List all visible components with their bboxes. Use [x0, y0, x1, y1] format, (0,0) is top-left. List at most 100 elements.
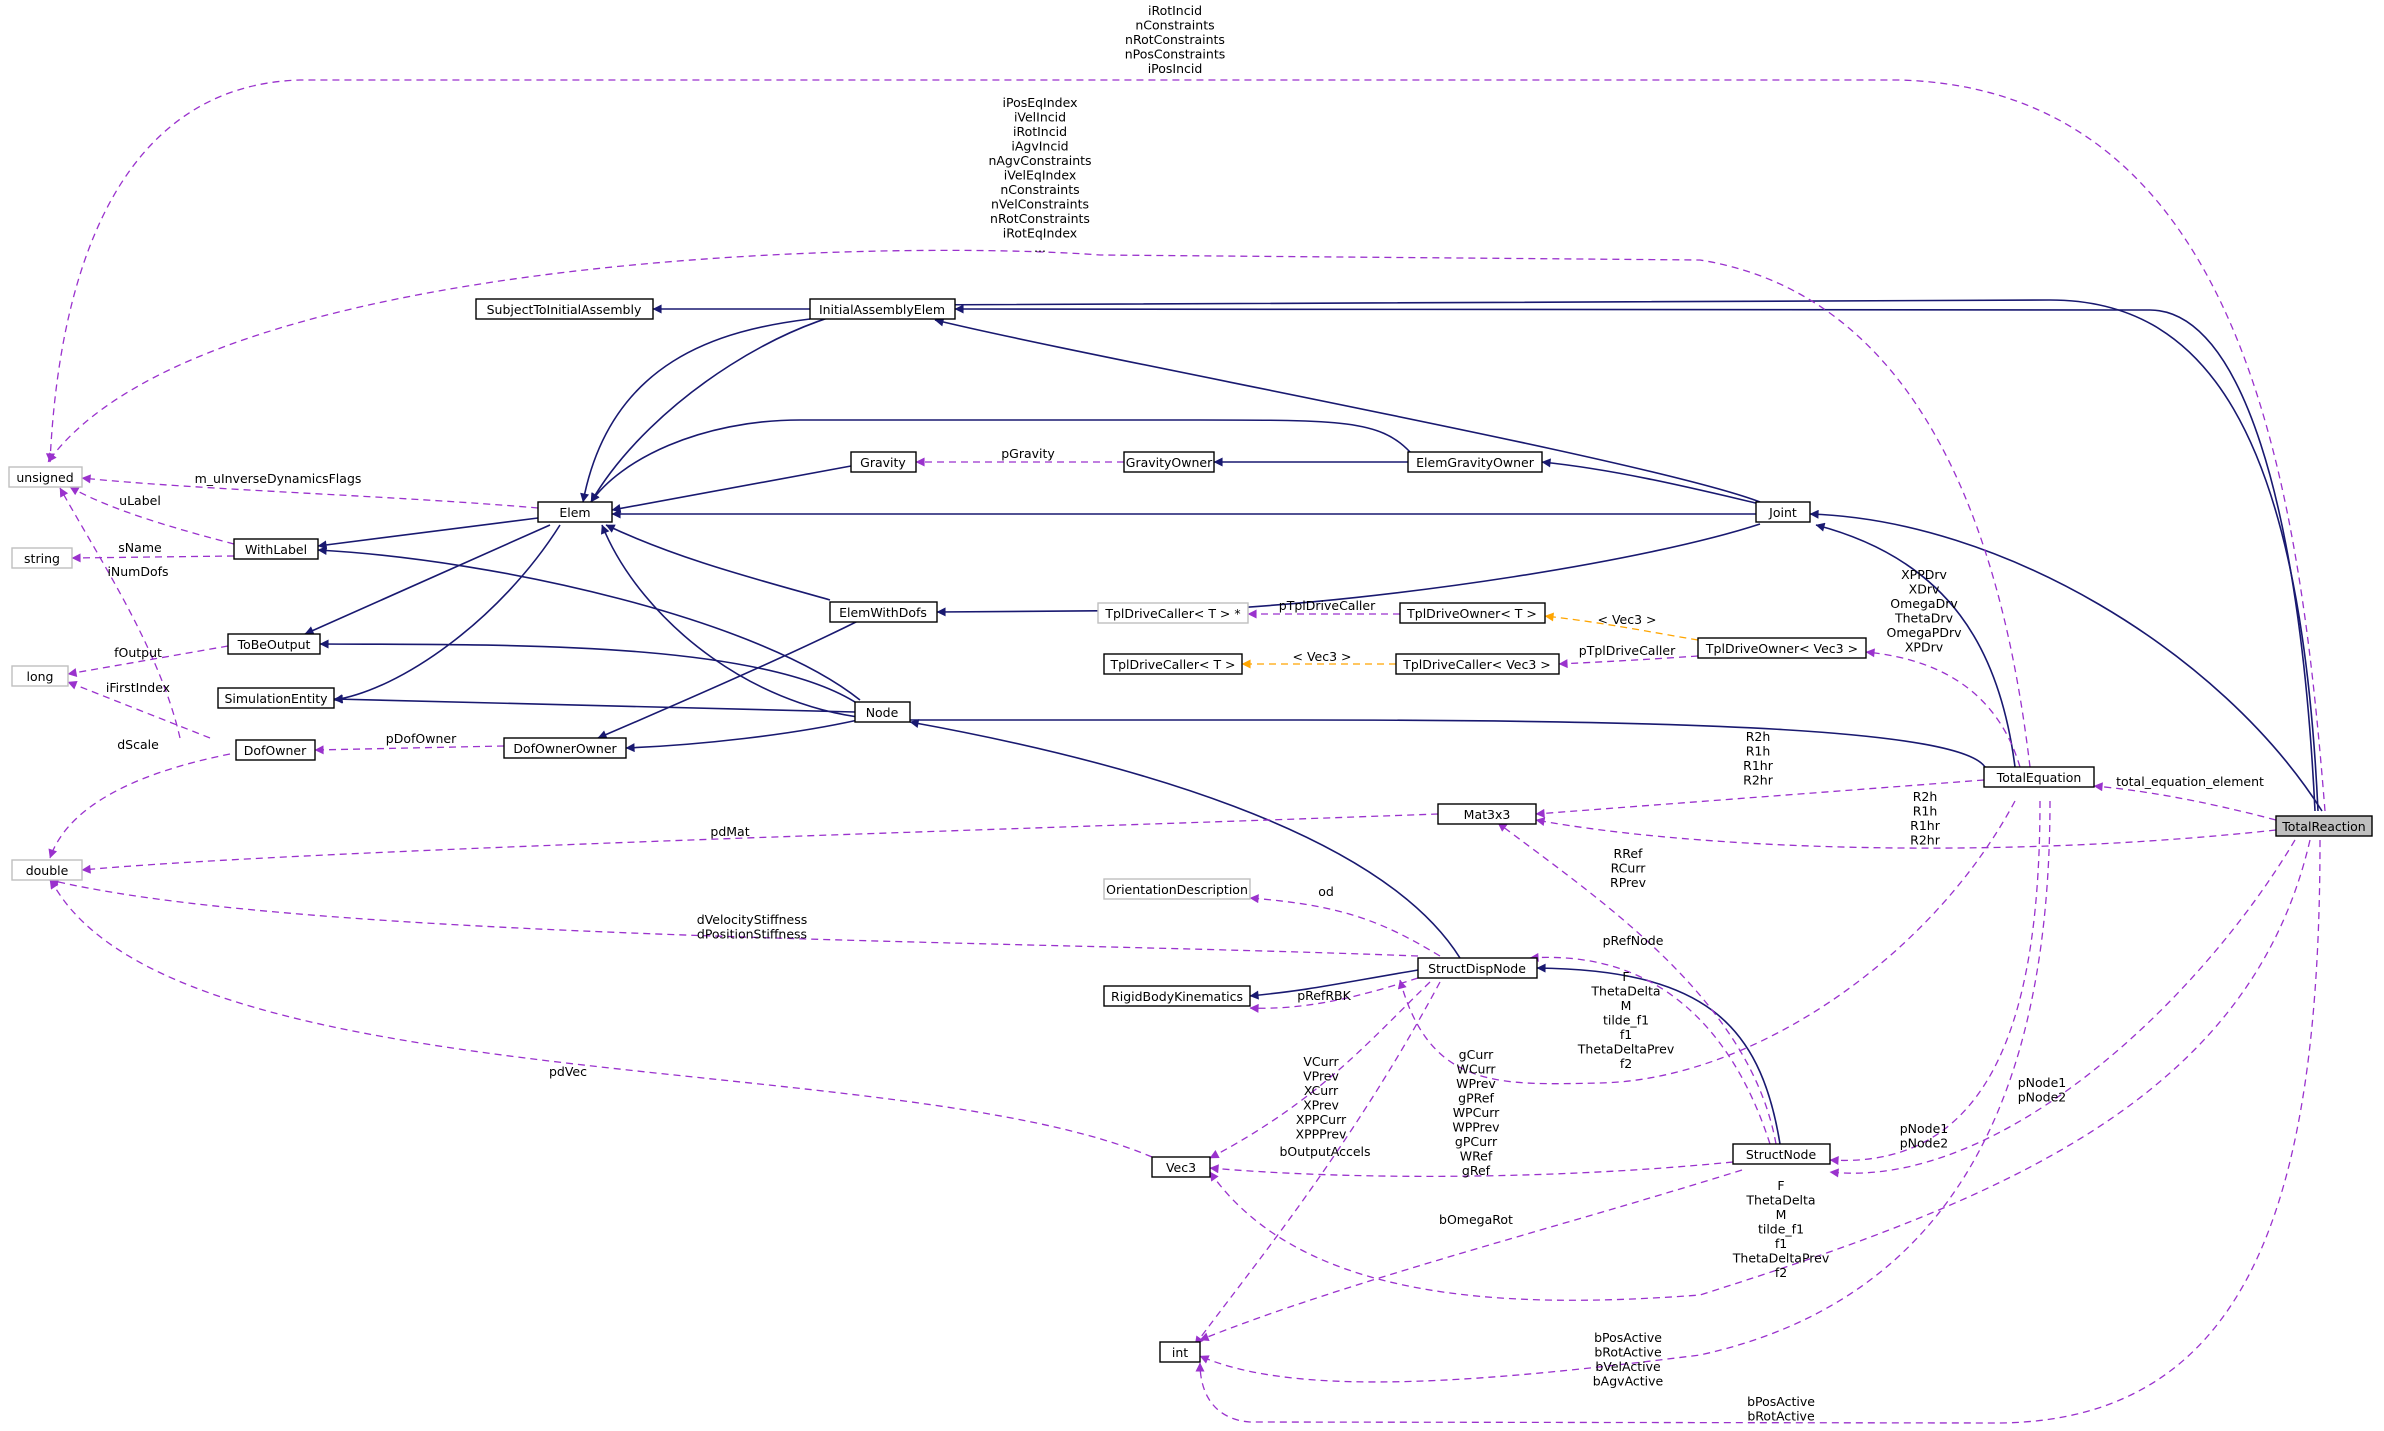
- node-rigidbodykinematics[interactable]: RigidBodyKinematics: [1103, 985, 1251, 1007]
- label-bomegarot: bOmegaRot: [1439, 1212, 1513, 1227]
- edges: [45, 79, 2326, 1424]
- node-dofowner[interactable]: DofOwner: [235, 739, 316, 761]
- label-line: pNode2: [1900, 1136, 1949, 1151]
- edge-node-dofownerowner: [625, 719, 859, 753]
- label-line: nRotConstraints: [1125, 32, 1225, 47]
- label-line: WCurr: [1456, 1062, 1496, 1077]
- edge-joint-elemgravityowner: [1541, 458, 1761, 505]
- edge-dofowner-double: [48, 753, 231, 859]
- node-long[interactable]: long: [11, 665, 69, 687]
- label-vec3-tpl1: < Vec3 >: [1598, 612, 1657, 627]
- node-subjecttoinitialassembly[interactable]: SubjectToInitialAssembly: [475, 298, 654, 320]
- node-tpldrivecaller-ptr[interactable]: TplDriveCaller< T > *: [1097, 602, 1249, 624]
- node-label: long: [27, 669, 54, 684]
- label-line: nPosConstraints: [1125, 47, 1226, 62]
- label-line: pNode1: [2018, 1075, 2067, 1090]
- label-prefnode: pRefNode: [1603, 933, 1664, 948]
- edge-totalreaction-vec3: [1209, 839, 2311, 1301]
- label-sname: sName: [118, 540, 162, 555]
- label-line: ThetaDrv: [1894, 611, 1954, 626]
- label-line: f2: [1775, 1265, 1787, 1280]
- label-ptpldrivecaller1: pTplDriveCaller: [1279, 598, 1376, 613]
- node-label: Mat3x3: [1464, 807, 1511, 822]
- node-joint[interactable]: Joint: [1755, 501, 1811, 523]
- node-label: unsigned: [16, 470, 73, 485]
- node-elemgravityowner[interactable]: ElemGravityOwner: [1407, 451, 1543, 473]
- node-label: TplDriveCaller< Vec3 >: [1402, 657, 1551, 672]
- node-elemwithdofs[interactable]: ElemWithDofs: [829, 601, 938, 623]
- node-mat3x3[interactable]: Mat3x3: [1437, 803, 1537, 825]
- label-line: XCurr: [1304, 1083, 1339, 1098]
- label-line: bRotActive: [1594, 1345, 1662, 1360]
- label-line: VPrev: [1303, 1069, 1339, 1084]
- label-line: F: [1622, 969, 1629, 984]
- node-tobeoutput[interactable]: ToBeOutput: [227, 633, 321, 655]
- node-dofownerowner[interactable]: DofOwnerOwner: [503, 737, 627, 759]
- node-unsigned[interactable]: unsigned: [8, 466, 83, 488]
- node-int[interactable]: int: [1159, 1341, 1201, 1363]
- label-line: f1: [1775, 1236, 1787, 1251]
- node-initialassemblyelem[interactable]: InitialAssemblyElem: [809, 298, 956, 320]
- node-label: Node: [866, 705, 899, 720]
- node-totalreaction[interactable]: TotalReaction: [2275, 815, 2373, 837]
- label-line: WPrev: [1456, 1076, 1496, 1091]
- label-line: M: [1776, 1207, 1787, 1222]
- node-tpldriveowner-t[interactable]: TplDriveOwner< T >: [1399, 602, 1546, 624]
- label-line: iRotEqIndex: [1003, 226, 1077, 241]
- label-pdmat: pdMat: [710, 824, 749, 839]
- label-line: nConstraints: [1000, 182, 1079, 197]
- node-tpldrivecaller-t[interactable]: TplDriveCaller< T >: [1103, 653, 1243, 675]
- node-gravityowner[interactable]: GravityOwner: [1123, 451, 1215, 473]
- edge-vec3-double: [49, 879, 1153, 1158]
- edge-node-simulationentity: [333, 694, 856, 713]
- node-totalequation[interactable]: TotalEquation: [1983, 766, 2095, 788]
- label-line: RRef: [1614, 846, 1643, 861]
- node-string[interactable]: string: [11, 547, 73, 569]
- label-line: R1h: [1913, 804, 1938, 819]
- node-tpldrivecaller-vec3[interactable]: TplDriveCaller< Vec3 >: [1395, 653, 1560, 675]
- node-simulationentity[interactable]: SimulationEntity: [217, 687, 335, 709]
- label-line: iRotIncid: [1013, 124, 1067, 139]
- label-line: iAgvIncid: [1011, 139, 1068, 154]
- edge-elemgravityowner-elem: [590, 419, 1411, 503]
- edge-totalreaction-elem: [590, 299, 2319, 812]
- node-vec3[interactable]: Vec3: [1151, 1156, 1211, 1178]
- label-line: bPosActive: [1594, 1330, 1662, 1345]
- label-line: bPosActive: [1747, 1394, 1815, 1409]
- label-line: pNode2: [2018, 1090, 2067, 1105]
- edge-totalreaction-int: [1195, 839, 2321, 1424]
- node-elem[interactable]: Elem: [537, 501, 613, 523]
- edge-totalequation-unsigned-mid: [47, 249, 2031, 768]
- edge-node-tobeoutput: [319, 639, 859, 705]
- node-gravity[interactable]: Gravity: [850, 451, 917, 473]
- edge-totalequation-structdispnode-f: [1397, 800, 2016, 1085]
- label-line: XPPDrv: [1901, 567, 1947, 582]
- label-line: XDrv: [1909, 582, 1940, 597]
- node-structnode[interactable]: StructNode: [1732, 1143, 1831, 1165]
- node-label: TplDriveOwner< T >: [1406, 606, 1537, 621]
- node-withlabel[interactable]: WithLabel: [233, 538, 319, 560]
- label-line: RPrev: [1610, 875, 1647, 890]
- label-inumdofs: iNumDofs: [107, 564, 168, 579]
- label-line: ThetaDeltaPrev: [1732, 1251, 1830, 1266]
- edge-elem-withlabel: [317, 517, 539, 550]
- node-structdispnode[interactable]: StructDispNode: [1417, 957, 1538, 979]
- node-double[interactable]: double: [11, 859, 83, 881]
- label-line: gPRef: [1458, 1091, 1494, 1106]
- edge-gravity-elem: [611, 465, 852, 513]
- node-orientationdescription[interactable]: OrientationDescription: [1103, 878, 1251, 900]
- node-node[interactable]: Node: [854, 701, 911, 723]
- label-line: nVelConstraints: [991, 197, 1089, 212]
- node-label: TplDriveCaller< T >: [1109, 657, 1235, 672]
- node-label: RigidBodyKinematics: [1111, 989, 1243, 1004]
- label-pgravity: pGravity: [1001, 446, 1055, 461]
- node-tpldriveowner-vec3[interactable]: TplDriveOwner< Vec3 >: [1697, 637, 1867, 659]
